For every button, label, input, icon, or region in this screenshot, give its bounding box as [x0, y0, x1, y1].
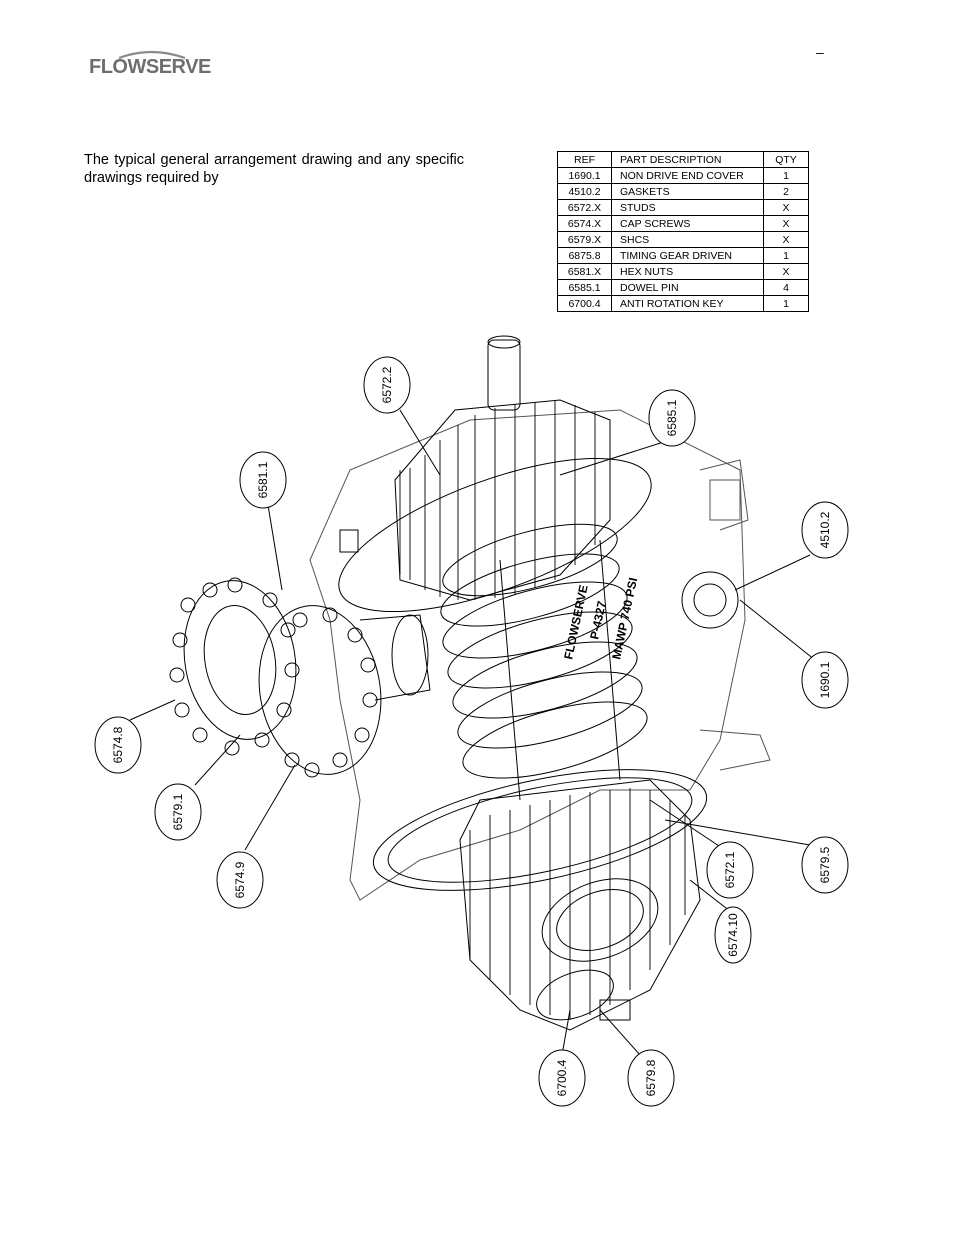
cell-ref: 6585.1 — [557, 279, 612, 296]
cell-qty: 1 — [763, 247, 809, 264]
callout-6574-9: 6574.9 — [233, 861, 247, 898]
rotor-marking-brand: FLOWSERVE — [561, 584, 590, 661]
page-marker: – — [816, 44, 824, 60]
cell-qty: X — [763, 199, 809, 216]
header-description: PART DESCRIPTION — [611, 151, 764, 168]
callout-6579-8: 6579.8 — [644, 1059, 658, 1096]
callout-6574-8: 6574.8 — [111, 726, 125, 763]
callout-6574-10: 6574.10 — [726, 913, 740, 957]
cell-qty: X — [763, 215, 809, 232]
cell-ref: 4510.2 — [557, 183, 612, 200]
cell-ref: 1690.1 — [557, 167, 612, 184]
cell-ref: 6875.8 — [557, 247, 612, 264]
callout-1690-1: 1690.1 — [818, 661, 832, 698]
exploded-assembly-drawing: FLOWSERVE P-4327 MAWP 740 PSI 6 — [94, 335, 849, 1107]
table-header-row: REF PART DESCRIPTION QTY — [557, 151, 809, 168]
callout-6572-2: 6572.2 — [380, 366, 394, 403]
cell-qty: 4 — [763, 279, 809, 296]
cell-qty: 1 — [763, 167, 809, 184]
callout-6700-4: 6700.4 — [555, 1059, 569, 1096]
cell-qty: 2 — [763, 183, 809, 200]
flowserve-logo: FLOWSERVE — [89, 50, 211, 90]
cell-description: SHCS — [611, 231, 764, 248]
cell-ref: 6579.X — [557, 231, 612, 248]
rotor-marking-model: P-4327 — [587, 600, 609, 641]
cell-ref: 6574.X — [557, 215, 612, 232]
header-ref: REF — [557, 151, 612, 168]
cell-description: NON DRIVE END COVER — [611, 167, 764, 184]
cell-description: GASKETS — [611, 183, 764, 200]
cell-description: ANTI ROTATION KEY — [611, 295, 764, 312]
cell-description: TIMING GEAR DRIVEN — [611, 247, 764, 264]
intro-paragraph: The typical general arrangement drawing … — [84, 152, 464, 186]
callout-6585-1: 6585.1 — [665, 399, 679, 436]
callout-6579-5: 6579.5 — [818, 846, 832, 883]
callout-6572-1: 6572.1 — [723, 851, 737, 888]
brand-name: FLOWSERVE — [89, 56, 211, 78]
rotor-marking-pressure: MAWP 740 PSI — [609, 576, 640, 660]
cell-ref: 6572.X — [557, 199, 612, 216]
cell-qty: X — [763, 231, 809, 248]
callout-6581-1: 6581.1 — [256, 461, 270, 498]
cell-description: HEX NUTS — [611, 263, 764, 280]
cell-description: STUDS — [611, 199, 764, 216]
cell-ref: 6581.X — [557, 263, 612, 280]
cell-ref: 6700.4 — [557, 295, 612, 312]
callout-6579-1: 6579.1 — [171, 793, 185, 830]
cell-description: DOWEL PIN — [611, 279, 764, 296]
callout-4510-2: 4510.2 — [818, 511, 832, 548]
cell-qty: 1 — [763, 295, 809, 312]
cell-description: CAP SCREWS — [611, 215, 764, 232]
logo-swoosh-icon — [118, 50, 186, 60]
header-qty: QTY — [763, 151, 809, 168]
cell-qty: X — [763, 263, 809, 280]
